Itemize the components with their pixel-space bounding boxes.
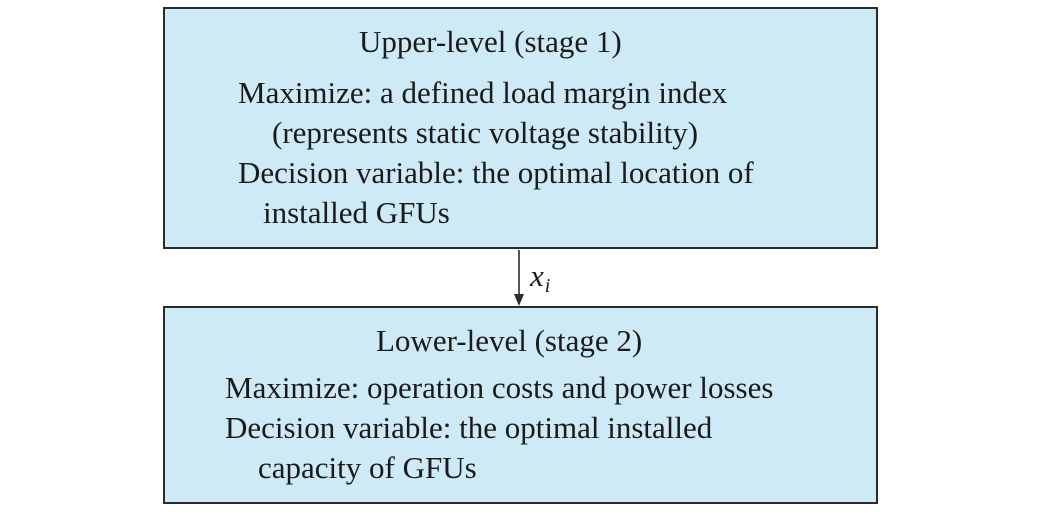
upper-level-box <box>163 7 878 249</box>
upper-level-title: Upper-level (stage 1) <box>359 24 622 59</box>
upper-objective-line2: (represents static voltage stability) <box>272 115 699 150</box>
upper-decision-line2: installed GFUs <box>263 195 450 230</box>
upper-decision-line1: Decision variable: the optimal location … <box>238 155 754 190</box>
connector-variable-label: xi <box>530 258 550 304</box>
lower-objective-line1: Maximize: operation costs and power loss… <box>225 370 774 405</box>
connector-subscript: i <box>544 275 551 297</box>
lower-level-box <box>163 306 878 504</box>
lower-level-title: Lower-level (stage 2) <box>376 323 643 358</box>
lower-decision-line1: Decision variable: the optimal installed <box>225 410 713 445</box>
arrow-head <box>514 294 524 306</box>
connector-variable: x <box>530 258 544 293</box>
lower-decision-line2: capacity of GFUs <box>258 450 477 485</box>
upper-objective-line1: Maximize: a defined load margin index <box>238 75 728 110</box>
